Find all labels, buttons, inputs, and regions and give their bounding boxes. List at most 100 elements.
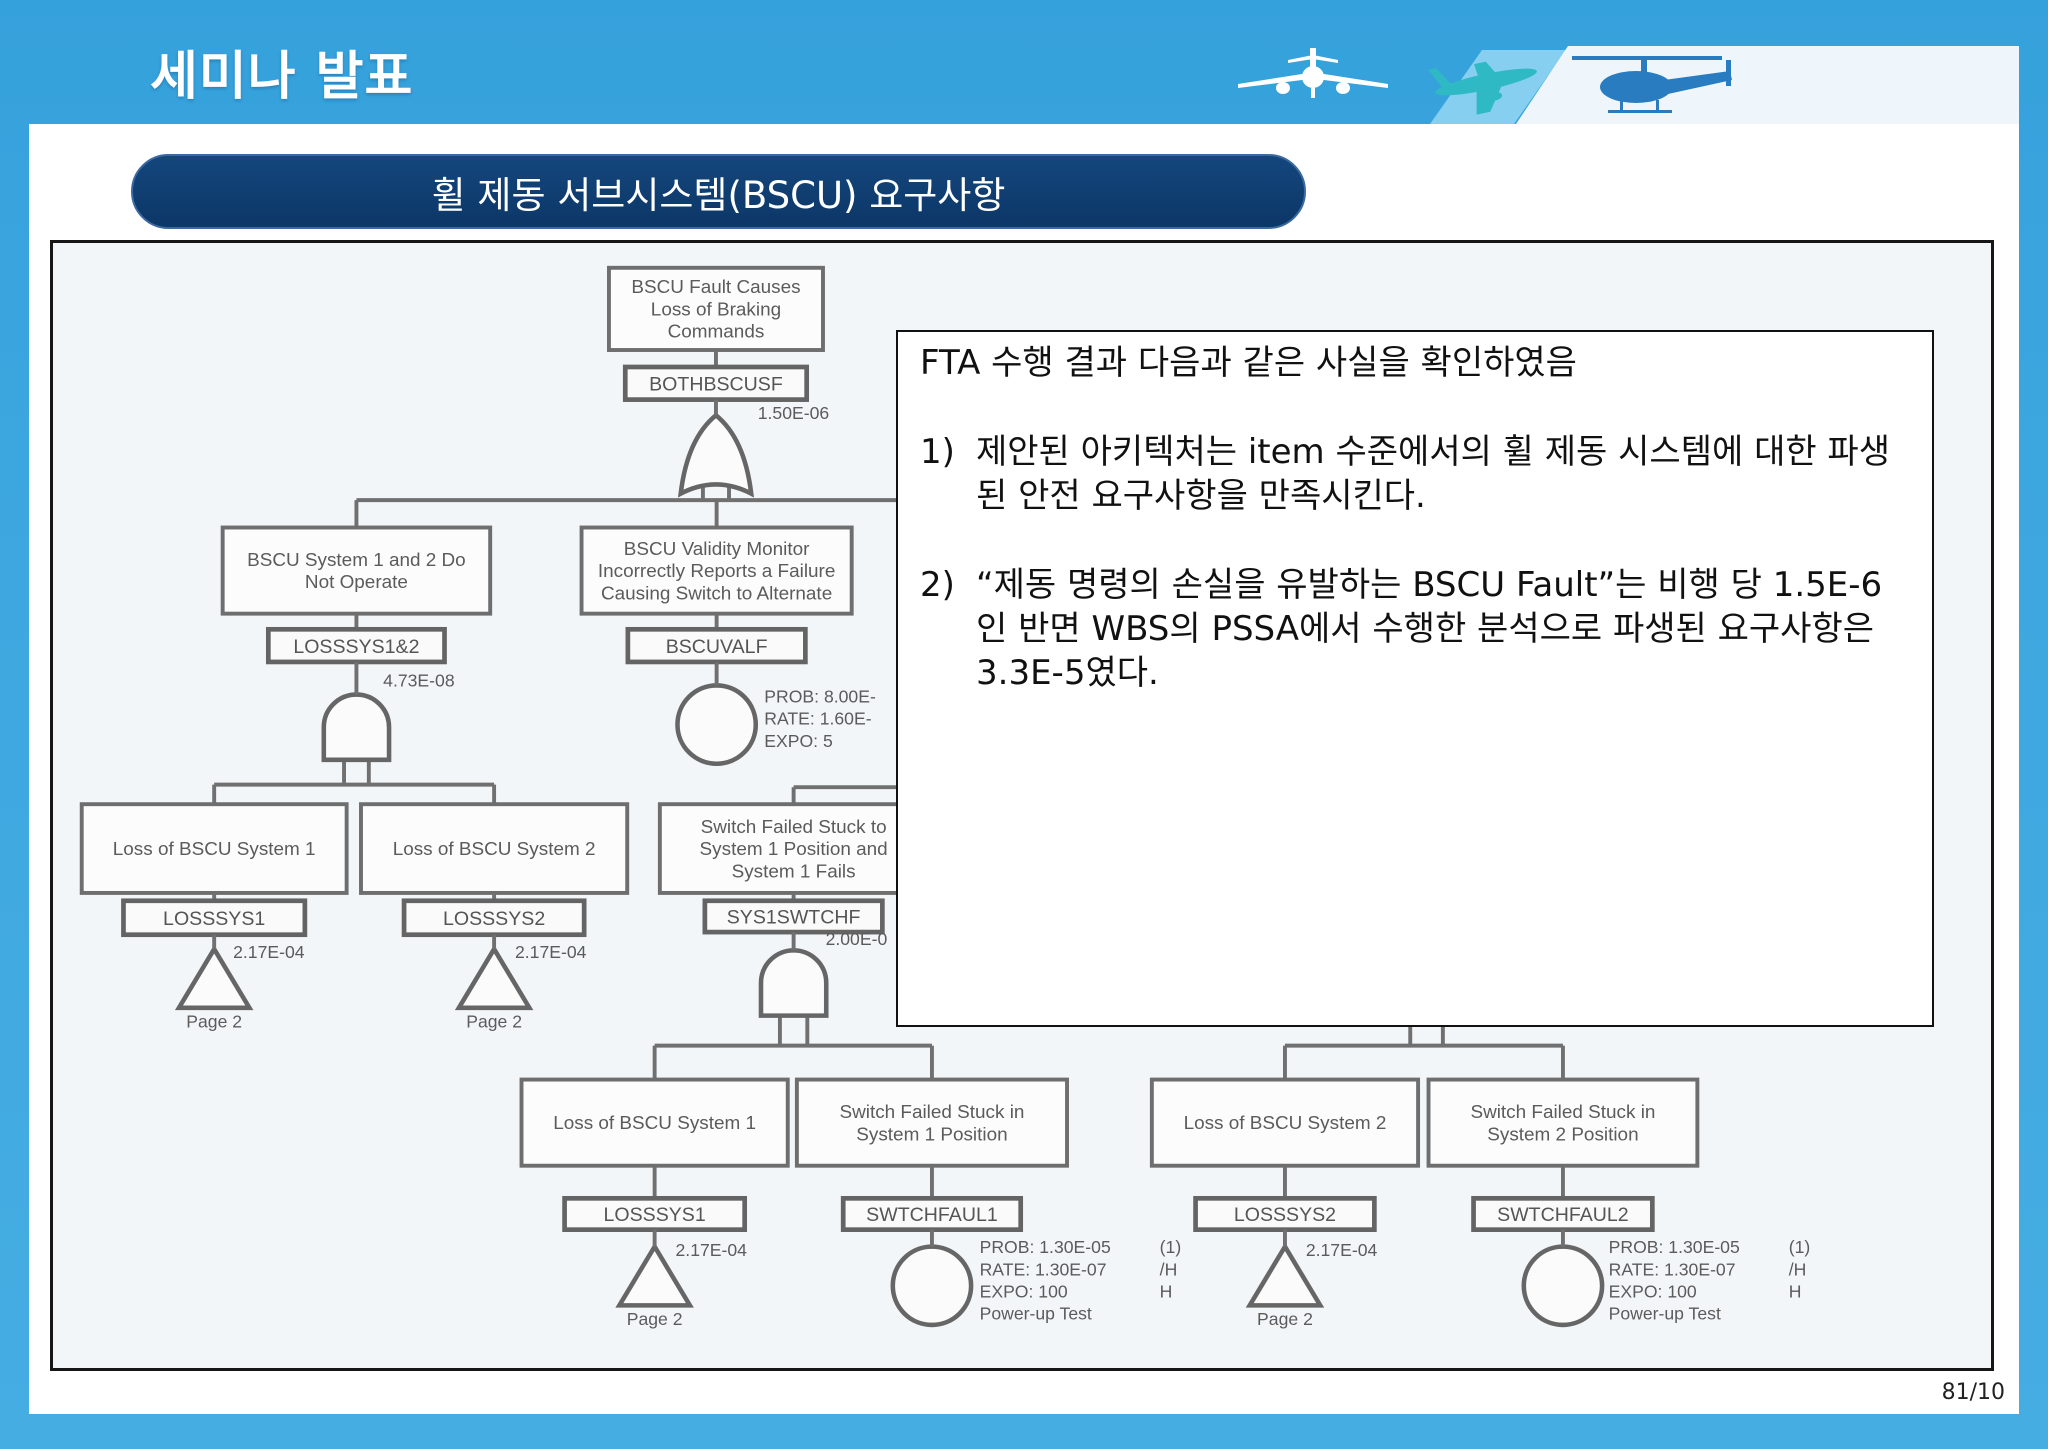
- event-id: SWTCHFAUL2: [1497, 1204, 1629, 1226]
- section-title-banner: 휠 제동 서브시스템(BSCU) 요구사항: [131, 154, 1306, 229]
- basic-event-detail: PROB: 8.00E-: [764, 686, 876, 706]
- transfer-label: Page 2: [466, 1011, 522, 1031]
- findings-heading: FTA 수행 결과 다음과 같은 사실을 확인하였음: [920, 343, 1577, 383]
- basic-event-unit: /H: [1160, 1259, 1178, 1279]
- basic-event-circle-icon: [1521, 1244, 1605, 1328]
- section-title: 휠 제동 서브시스템(BSCU) 요구사항: [431, 173, 1006, 217]
- event-description: Loss of BSCU System 2: [1184, 1113, 1387, 1134]
- event-description: Loss of Braking: [651, 299, 781, 320]
- event-id-box: [562, 1195, 748, 1233]
- basic-event-detail: PROB: 1.30E-05: [980, 1237, 1111, 1257]
- basic-event-detail: RATE: 1.30E-07: [980, 1259, 1107, 1279]
- basic-event-unit: /H: [1789, 1259, 1807, 1279]
- event-description: Switch Failed Stuck to: [701, 817, 887, 838]
- basic-event-detail: EXPO: 100: [1609, 1282, 1697, 1302]
- event-id: LOSSSYS2: [443, 908, 545, 930]
- transfer-triangle-icon: [174, 944, 254, 1011]
- basic-event-unit: H: [1160, 1282, 1173, 1302]
- header-aircraft-banner: [1238, 46, 2019, 124]
- and-gate-icon: [758, 948, 829, 1018]
- event-id-box: [1471, 1195, 1655, 1233]
- event-description: System 1 Fails: [732, 861, 856, 882]
- airliner-front-image: [1238, 48, 1388, 98]
- event-description: Causing Switch to Alternate: [601, 583, 832, 604]
- event-description: Loss of BSCU System 1: [553, 1113, 756, 1134]
- event-probability: 2.00E-0: [826, 929, 888, 949]
- transfer-triangle-icon: [615, 1242, 694, 1308]
- slide-title: 세미나 발표: [150, 47, 414, 107]
- event-description: Switch Failed Stuck in: [839, 1102, 1024, 1123]
- event-description: System 2 Position: [1487, 1124, 1638, 1145]
- event-description: Incorrectly Reports a Failure: [598, 561, 835, 582]
- event-probability: 2.17E-04: [515, 942, 587, 962]
- basic-event-detail: EXPO: 100: [980, 1282, 1068, 1302]
- event-box: [220, 525, 493, 616]
- event-id-box: [265, 626, 447, 665]
- event-probability: 4.73E-08: [383, 671, 455, 691]
- event-id-box: [622, 364, 810, 402]
- event-probability: 2.17E-04: [676, 1240, 748, 1260]
- basic-event-unit: H: [1789, 1282, 1802, 1302]
- finding-item: 1) 제안된 아키텍처는 item 수준에서의 휠 제동 시스템에 대한 파생된…: [920, 430, 1910, 518]
- finding-number: 2): [920, 565, 955, 605]
- basic-event-circle-icon: [890, 1244, 974, 1328]
- event-description: Loss of BSCU System 1: [113, 839, 316, 860]
- transfer-label: Page 2: [186, 1011, 242, 1031]
- transfer-triangle-icon: [1245, 1242, 1325, 1308]
- airliner-image: [1428, 61, 1537, 115]
- basic-event-detail: Power-up Test: [1609, 1304, 1721, 1324]
- and-gate-icon: [321, 692, 392, 763]
- event-description: Loss of BSCU System 2: [393, 839, 596, 860]
- basic-event-detail: EXPO: 5: [764, 731, 833, 751]
- event-id: SYS1SWTCHF: [727, 907, 861, 929]
- event-box: [1149, 1077, 1421, 1168]
- event-box: [606, 265, 825, 352]
- event-box: [579, 525, 854, 616]
- event-id: LOSSSYS1: [604, 1204, 706, 1226]
- basic-event-detail: PROB: 1.30E-05: [1609, 1237, 1740, 1257]
- finding-text: “제동 명령의 손실을 유발하는 BSCU Fault”는 비행 당 1.5E-…: [976, 565, 1883, 693]
- findings-textbox: FTA 수행 결과 다음과 같은 사실을 확인하였음 1) 제안된 아키텍처는 …: [896, 330, 1934, 1027]
- finding-item: 2) “제동 명령의 손실을 유발하는 BSCU Fault”는 비행 당 1.…: [920, 563, 1910, 695]
- finding-text: 제안된 아키텍처는 item 수준에서의 휠 제동 시스템에 대한 파생된 안전…: [976, 432, 1890, 516]
- basic-event-unit: (1): [1789, 1237, 1811, 1257]
- event-id-box: [702, 898, 885, 935]
- event-description: Switch Failed Stuck in: [1470, 1102, 1655, 1123]
- page-number: 81/10: [1941, 1380, 2005, 1405]
- basic-event-detail: RATE: 1.30E-07: [1609, 1259, 1736, 1279]
- event-id: BOTHBSCUSF: [649, 373, 783, 395]
- event-probability: 1.50E-06: [758, 403, 830, 423]
- event-id: LOSSSYS1&2: [293, 636, 419, 658]
- event-probability: 2.17E-04: [1306, 1240, 1378, 1260]
- helicopter-image: [1572, 56, 1732, 113]
- event-description: System 1 Position: [856, 1124, 1007, 1145]
- event-probability: 2.17E-04: [233, 942, 305, 962]
- basic-event-detail: RATE: 1.60E-: [764, 709, 871, 729]
- event-id: LOSSSYS2: [1234, 1204, 1336, 1226]
- event-description: Not Operate: [305, 572, 408, 593]
- basic-event-circle-icon: [675, 683, 759, 767]
- transfer-label: Page 2: [1257, 1309, 1313, 1329]
- event-id-box: [401, 898, 587, 938]
- event-description: BSCU Validity Monitor: [624, 539, 810, 560]
- event-id-box: [1193, 1195, 1377, 1233]
- event-box: [794, 1077, 1069, 1168]
- event-description: System 1 Position and: [700, 839, 888, 860]
- finding-number: 1): [920, 432, 955, 472]
- event-description: BSCU System 1 and 2 Do: [247, 550, 466, 571]
- event-description: BSCU Fault Causes: [631, 277, 800, 298]
- event-box: [519, 1077, 790, 1168]
- or-gate-icon: [677, 412, 754, 498]
- basic-event-detail: Power-up Test: [980, 1304, 1092, 1324]
- event-description: Commands: [668, 322, 765, 343]
